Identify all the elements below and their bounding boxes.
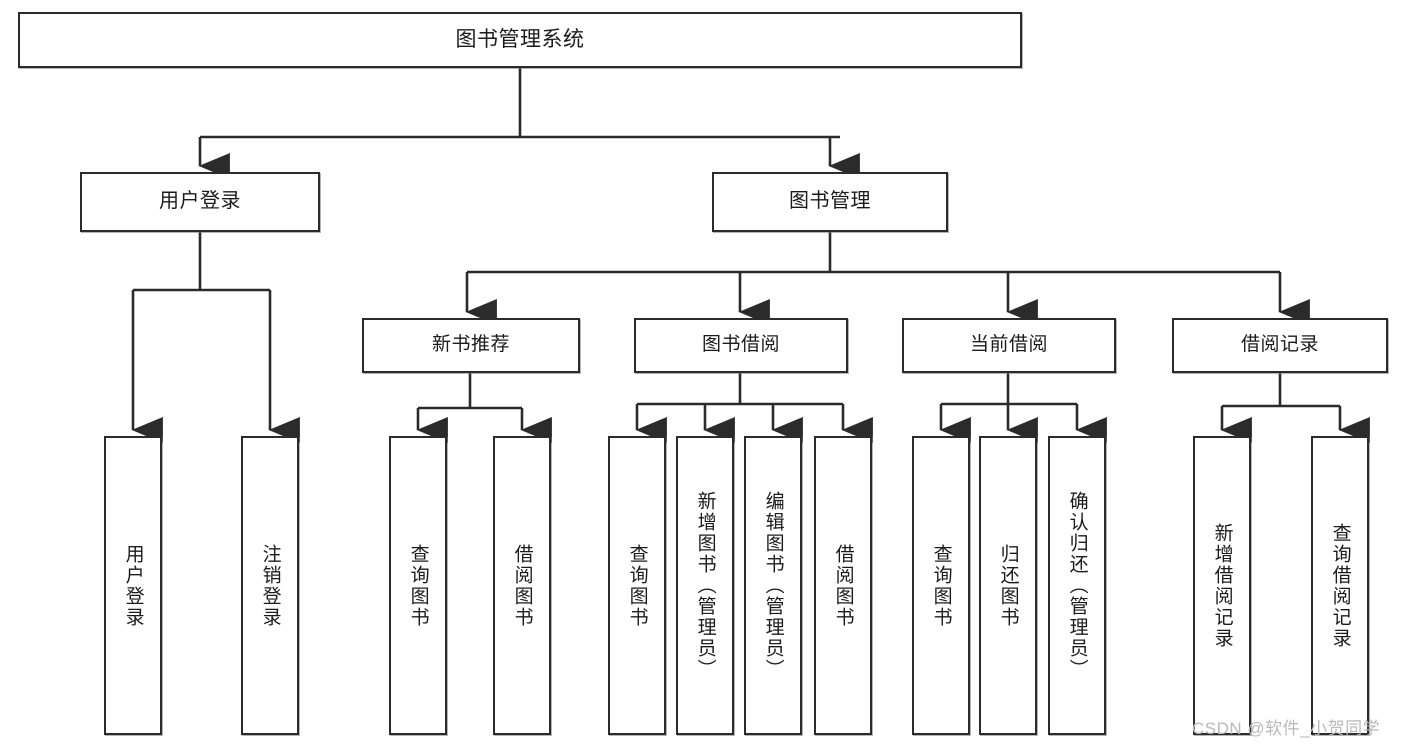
node-label: 借阅图书 — [832, 543, 854, 628]
leaf-user-login[interactable]: 用户登录 — [104, 436, 162, 735]
node-label: 图书管理系统 — [455, 27, 585, 51]
node-label: 确认归还（管理员） — [1066, 491, 1088, 680]
node-label: 查询图书 — [407, 543, 429, 628]
node-label: 注销登录 — [259, 543, 281, 628]
leaf-edit-book-admin[interactable]: 编辑图书（管理员） — [744, 436, 802, 735]
node-label: 新书推荐 — [431, 334, 510, 356]
node-label: 查询借阅记录 — [1329, 522, 1351, 649]
node-label: 编辑图书（管理员） — [762, 491, 784, 680]
node-label: 图书借阅 — [701, 334, 780, 356]
node-label: 查询图书 — [930, 543, 952, 628]
node-label: 新增借阅记录 — [1211, 522, 1233, 649]
leaf-add-borrow-record[interactable]: 新增借阅记录 — [1193, 436, 1251, 735]
node-book-borrow[interactable]: 图书借阅 — [634, 318, 848, 373]
node-label: 图书管理 — [789, 190, 871, 213]
node-label: 用户登录 — [159, 190, 241, 213]
watermark: CSDN @软件_小贺同学 — [1192, 719, 1381, 738]
leaf-query-book-current[interactable]: 查询图书 — [912, 436, 970, 735]
node-new-book-recommend[interactable]: 新书推荐 — [362, 318, 580, 373]
leaf-return-book[interactable]: 归还图书 — [979, 436, 1037, 735]
leaf-borrow-book-recommend[interactable]: 借阅图书 — [493, 436, 551, 735]
node-root-system[interactable]: 图书管理系统 — [18, 12, 1022, 68]
node-label: 当前借阅 — [969, 334, 1048, 356]
leaf-query-book-borrow[interactable]: 查询图书 — [608, 436, 666, 735]
node-book-management[interactable]: 图书管理 — [712, 172, 948, 232]
node-label: 借阅记录 — [1240, 334, 1319, 356]
leaf-logout[interactable]: 注销登录 — [241, 436, 299, 735]
leaf-query-borrow-record[interactable]: 查询借阅记录 — [1311, 436, 1369, 735]
node-label: 借阅图书 — [511, 543, 533, 628]
node-user-login[interactable]: 用户登录 — [80, 172, 320, 232]
leaf-confirm-return-admin[interactable]: 确认归还（管理员） — [1048, 436, 1106, 735]
node-current-borrow[interactable]: 当前借阅 — [902, 318, 1116, 373]
node-borrow-record[interactable]: 借阅记录 — [1172, 318, 1388, 373]
node-label: 新增图书（管理员） — [694, 491, 716, 680]
node-label: 查询图书 — [626, 543, 648, 628]
leaf-borrow-book[interactable]: 借阅图书 — [814, 436, 872, 735]
node-label: 用户登录 — [122, 543, 144, 628]
leaf-add-book-admin[interactable]: 新增图书（管理员） — [676, 436, 734, 735]
node-label: 归还图书 — [997, 543, 1019, 628]
leaf-query-book-recommend[interactable]: 查询图书 — [389, 436, 447, 735]
